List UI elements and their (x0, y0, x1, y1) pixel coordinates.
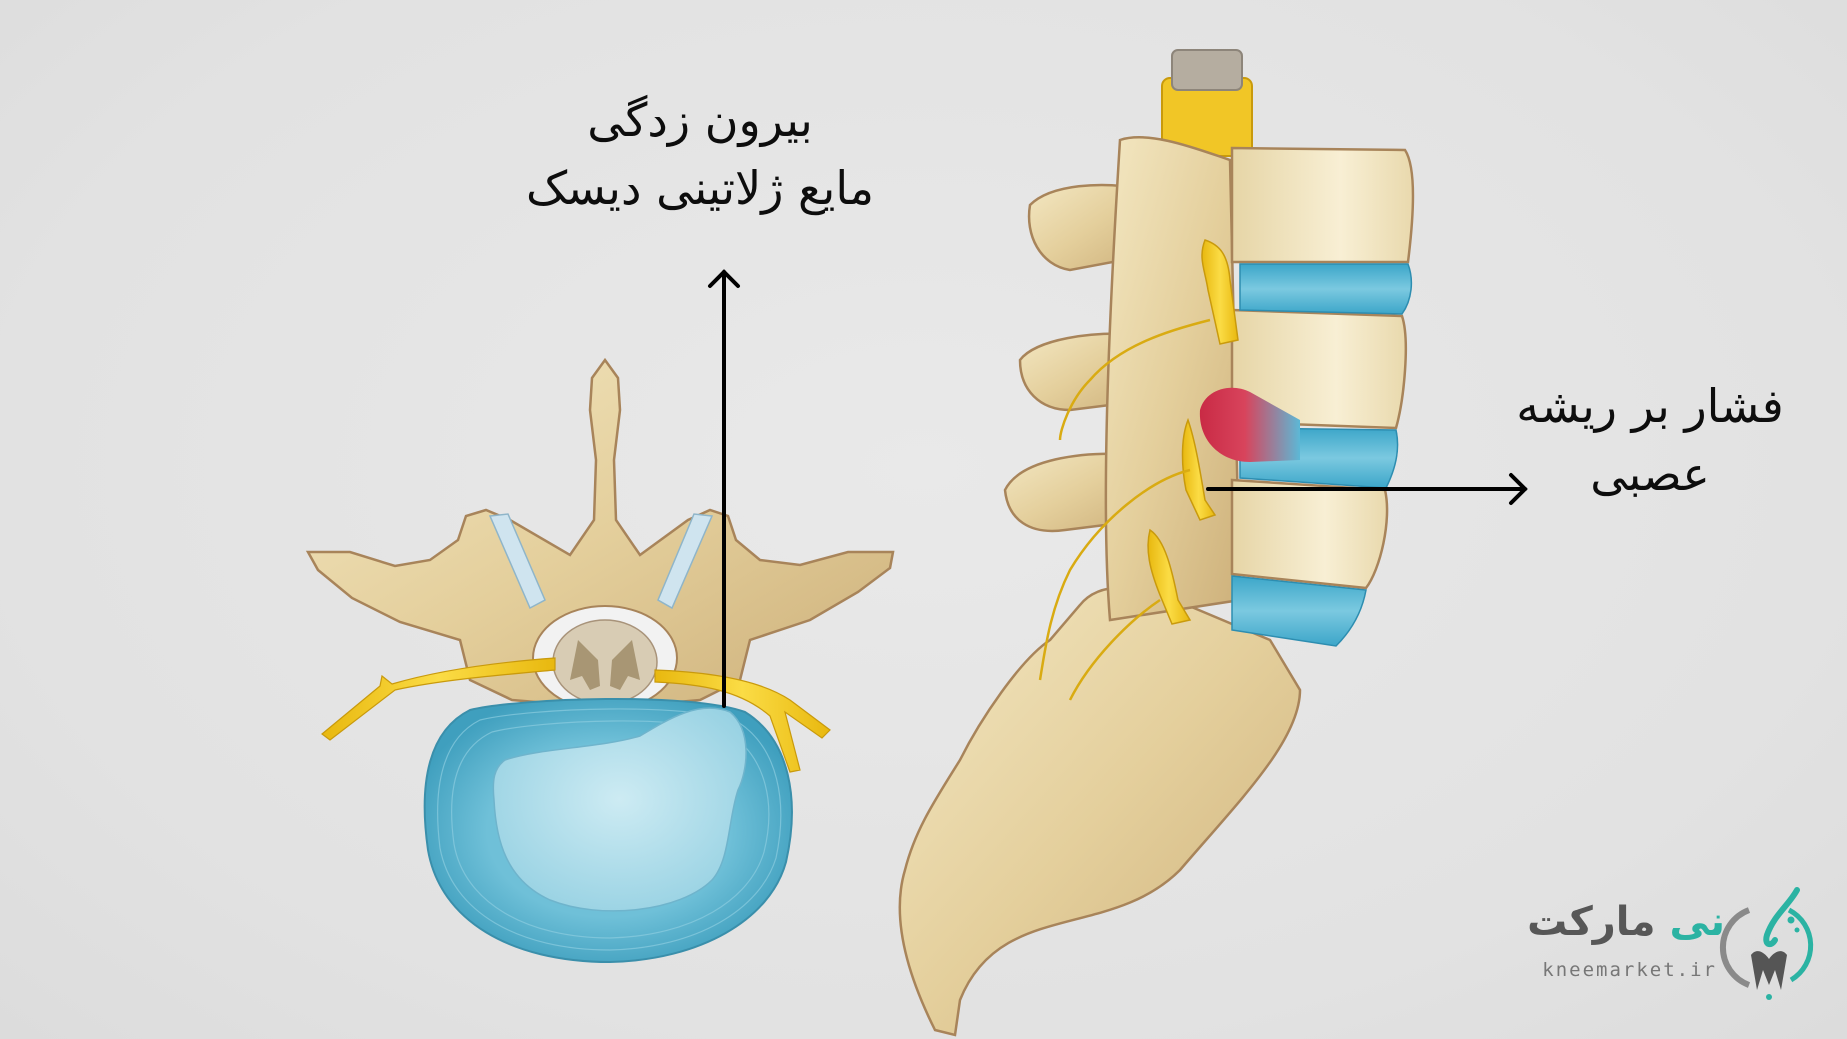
axial-vertebra (305, 357, 895, 964)
logo-name-part2: مارکت (1527, 899, 1656, 945)
nerve-root-lateral-3 (1147, 528, 1192, 625)
cord-gray-matter (570, 640, 640, 690)
facet-cartilage-left (488, 513, 546, 610)
facet-cartilage-right (657, 513, 714, 610)
annotation-top-line1: بیرون زدگی (587, 93, 813, 147)
herniation-bulge (1199, 387, 1300, 462)
nerve-root-lateral-1 (1201, 239, 1239, 345)
posterior-arch (1104, 136, 1242, 622)
nerve-branches (1038, 318, 1211, 701)
annotation-right-line1: فشار بر ریشه (1516, 379, 1784, 433)
nerve-root-compressed (1181, 417, 1217, 521)
logo-wordmark-fa: نی مارکت (1527, 899, 1725, 945)
knee-joint-icon (1720, 887, 1814, 1000)
nerve-root-right (654, 669, 831, 773)
vertebral-body-2 (1230, 308, 1408, 430)
annotation-nerve-compression: فشار بر ریشه عصبی (1480, 372, 1820, 508)
kneemarket-logo: نی مارکت kneemarket.ir (1495, 885, 1825, 1005)
annotation-top-line2: مایع ژلاتینی دیسک (525, 161, 875, 215)
nerve-root-left (321, 657, 556, 741)
lateral-spine (898, 49, 1415, 1037)
annotation-right-line2: عصبی (1590, 447, 1710, 501)
arrow-right-nerve-compression (1206, 473, 1528, 505)
disc-side-1 (1239, 263, 1413, 315)
sacrum-coccyx (898, 586, 1302, 1037)
spinal-cord-top (1171, 49, 1243, 91)
vertebral-body-3 (1230, 478, 1389, 590)
spinal-cord (552, 619, 658, 705)
logo-domain: kneemarket.ir (1542, 959, 1717, 981)
arrow-up-herniation (708, 269, 740, 708)
logo-name-part1: نی (1669, 899, 1725, 945)
disc-side-3 (1231, 575, 1367, 647)
nucleus-pulposus-herniated (492, 707, 747, 912)
vertebral-body-1 (1230, 146, 1415, 264)
annotation-disc-herniation: بیرون زدگی مایع ژلاتینی دیسک (470, 86, 930, 222)
